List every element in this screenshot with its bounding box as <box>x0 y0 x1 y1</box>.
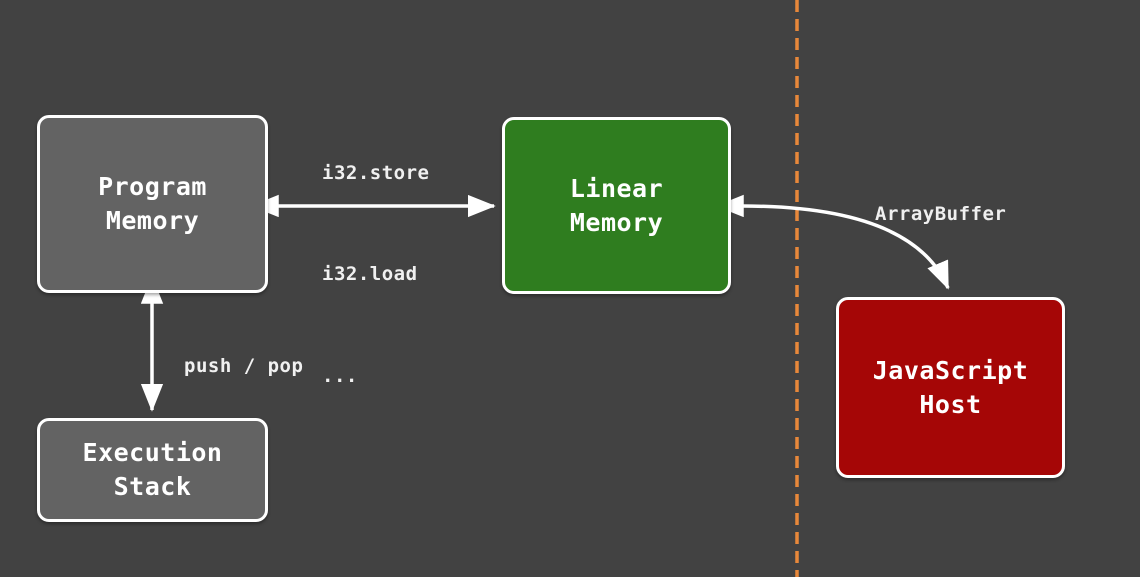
edge-label-i32-store: i32.store <box>322 161 430 184</box>
node-program-memory-label-line2: Memory <box>105 206 200 235</box>
edge-label-push-pop: push / pop <box>184 355 304 377</box>
edge-label-arraybuffer: ArrayBuffer <box>875 203 1007 225</box>
node-program-memory-label-line1: Program <box>98 172 207 202</box>
node-program-memory-label: Program Memory <box>98 170 207 238</box>
node-execution-stack[interactable]: Execution Stack <box>37 418 268 522</box>
node-linear-memory-label-line1: Linear <box>569 173 664 203</box>
edge-label-ellipsis: ... <box>322 364 358 387</box>
node-program-memory[interactable]: Program Memory <box>37 115 268 293</box>
node-linear-memory-label: Linear Memory <box>570 172 663 240</box>
node-execution-stack-label: Execution Stack <box>83 436 223 504</box>
node-javascript-host-label-line1: JavaScript <box>872 355 1029 385</box>
node-javascript-host[interactable]: JavaScript Host <box>836 297 1065 478</box>
edge-label-i32-load: i32.load <box>322 263 418 286</box>
node-javascript-host-label-line2: Host <box>919 389 982 419</box>
node-javascript-host-label: JavaScript Host <box>873 354 1029 422</box>
node-linear-memory-label-line2: Memory <box>569 207 664 237</box>
node-linear-memory[interactable]: Linear Memory <box>502 117 731 294</box>
node-execution-stack-label-line1: Execution <box>82 438 223 468</box>
edge-label-memory-operations: i32.store i32.load ... <box>322 89 429 461</box>
node-execution-stack-label-line2: Stack <box>113 472 192 501</box>
